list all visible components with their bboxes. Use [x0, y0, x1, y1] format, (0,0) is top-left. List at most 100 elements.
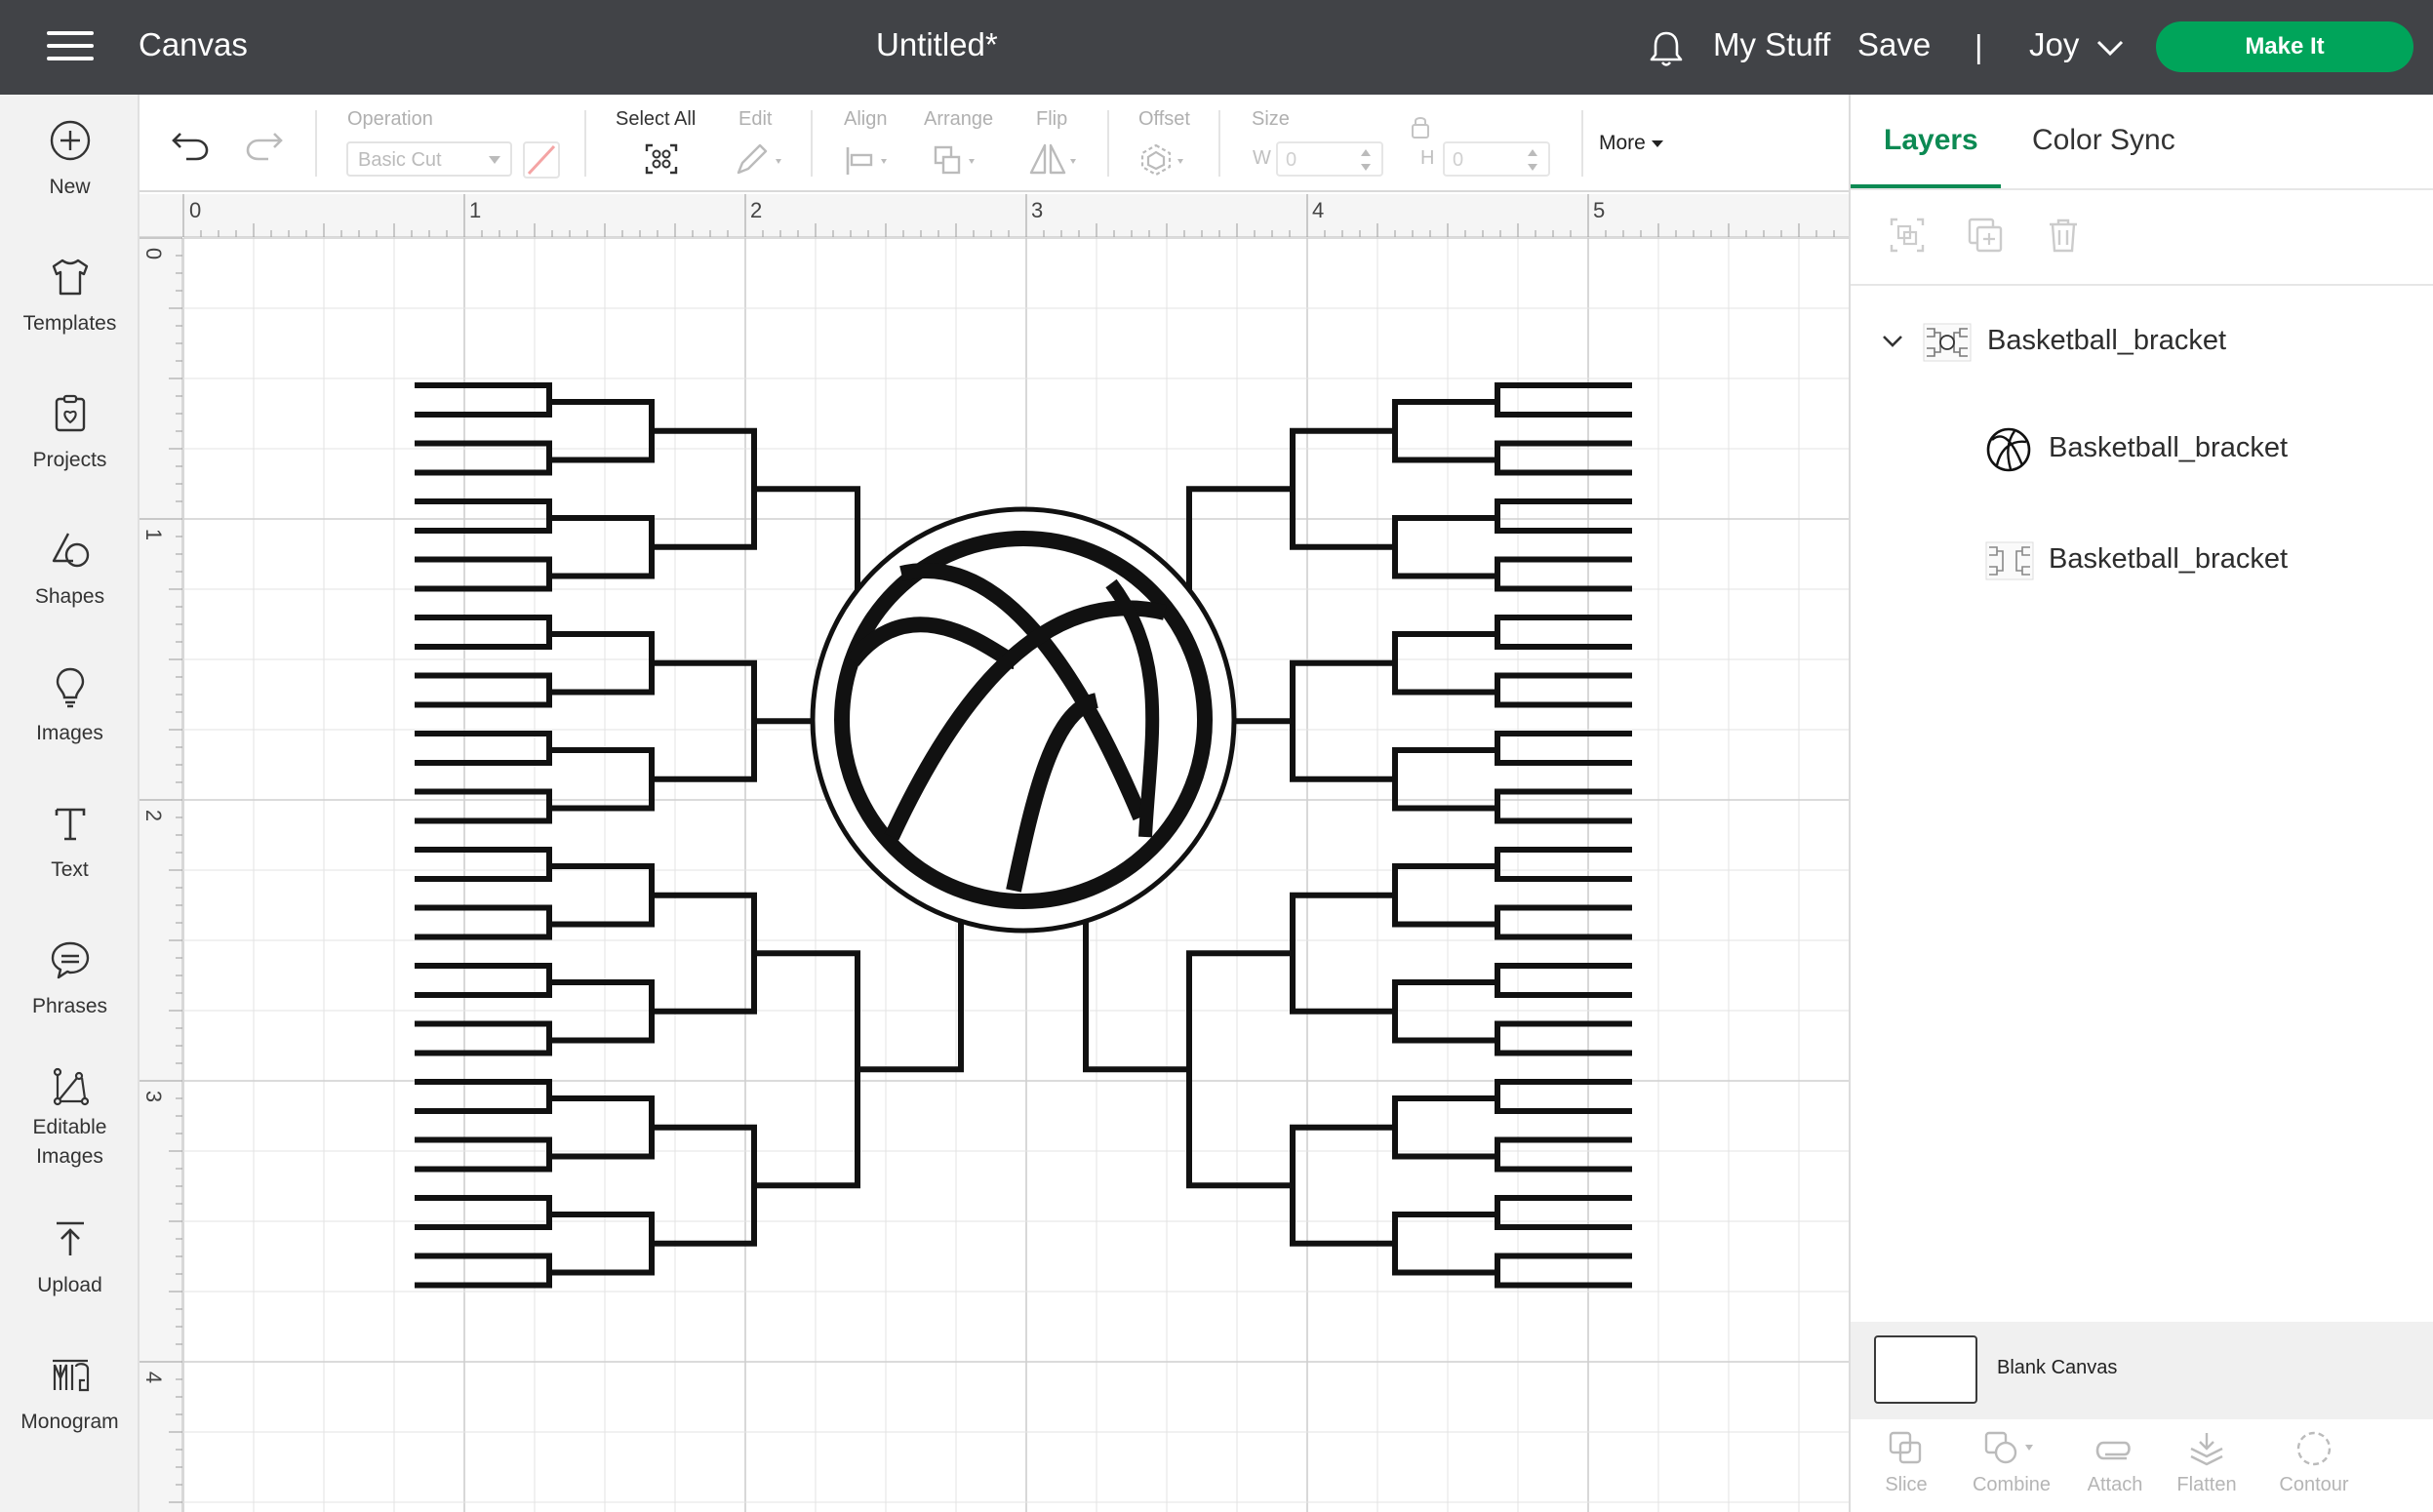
layer-name: Basketball_bracket	[2049, 543, 2289, 575]
bracket-line	[415, 1020, 552, 1041]
ruler-horizontal	[140, 194, 1849, 237]
sidebar-item-projects[interactable]: Projects	[0, 391, 140, 475]
bracket-line	[1495, 1040, 1632, 1056]
slice-button[interactable]: Slice	[1862, 1429, 1950, 1496]
shapes-icon	[52, 533, 89, 568]
bracket-line	[415, 808, 552, 824]
menu-icon[interactable]	[47, 31, 94, 60]
bracket-line	[1495, 634, 1632, 650]
pen-color-swatch-icon[interactable]	[523, 141, 560, 179]
document-title[interactable]: Untitled*	[876, 26, 998, 62]
height-input[interactable]: 0	[1443, 141, 1550, 177]
toolbar-divider	[811, 110, 813, 177]
bracket-line	[1392, 515, 1497, 579]
operation-select[interactable]: Basic Cut	[346, 141, 512, 177]
basketball-bracket-image[interactable]	[140, 194, 1849, 1512]
sidebar-item-new[interactable]: New	[0, 118, 140, 202]
group-icon[interactable]	[1888, 216, 1927, 255]
chevron-down-icon[interactable]	[2095, 37, 2125, 59]
bracket-line	[415, 692, 552, 708]
caret-down-icon	[489, 156, 500, 164]
undo-icon[interactable]	[171, 128, 210, 161]
canvas-grid	[182, 237, 1849, 1512]
edit-pen-icon[interactable]	[733, 141, 787, 179]
my-stuff-link[interactable]: My Stuff	[1713, 26, 1831, 62]
bracket-line	[1495, 692, 1632, 708]
layer-tools-divider	[1851, 284, 2433, 286]
combine-icon	[1984, 1431, 2033, 1464]
tabs-divider	[1851, 188, 2433, 190]
sidebar-item-images[interactable]: Images	[0, 664, 140, 748]
speech-bubble-icon	[51, 941, 89, 979]
bracket-line	[415, 459, 552, 476]
tab-layers[interactable]: Layers	[1884, 124, 1978, 156]
bell-icon[interactable]	[1645, 27, 1688, 70]
blank-canvas-swatch[interactable]	[1874, 1335, 1977, 1404]
bracket-line	[1290, 659, 1395, 782]
make-it-button[interactable]: Make It	[2156, 21, 2413, 72]
user-menu[interactable]: Joy	[2029, 26, 2080, 62]
layer-name: Basketball_bracket	[1987, 325, 2227, 356]
bracket-line	[1495, 1020, 1632, 1041]
sidebar-item-monogram[interactable]: Monogram	[0, 1353, 140, 1437]
sidebar-item-upload[interactable]: Upload	[0, 1216, 140, 1300]
height-label: H	[1420, 147, 1435, 169]
editable-images-icon	[53, 1067, 89, 1106]
sidebar-item-templates[interactable]: Templates	[0, 255, 140, 338]
basketball-seam	[1105, 578, 1160, 838]
sidebar-item-text[interactable]: Text	[0, 801, 140, 885]
height-stepper-icon[interactable]	[1524, 145, 1541, 175]
caret-down-icon	[1651, 139, 1663, 147]
sidebar-item-shapes[interactable]: Shapes	[0, 528, 140, 612]
slice-label: Slice	[1885, 1474, 1928, 1495]
bracket-line	[549, 1095, 655, 1160]
contour-label: Contour	[2279, 1474, 2349, 1495]
bracket-line	[1392, 631, 1497, 696]
duplicate-icon[interactable]	[1966, 216, 2005, 255]
bracket-line	[1495, 788, 1632, 809]
select-all-icon[interactable]	[643, 141, 680, 177]
contour-button[interactable]: Contour	[2260, 1429, 2368, 1496]
trash-icon[interactable]	[2044, 216, 2083, 255]
select-all-label: Select All	[616, 108, 697, 130]
attach-button[interactable]: Attach	[2071, 1429, 2159, 1496]
chevron-down-icon[interactable]	[1880, 333, 1905, 350]
flatten-button[interactable]: Flatten	[2163, 1429, 2251, 1496]
layer-group-row[interactable]: Basketball_bracket	[1851, 313, 2433, 372]
redo-icon[interactable]	[245, 128, 284, 161]
layer-row[interactable]: Basketball_bracket	[1851, 420, 2433, 479]
flip-icon[interactable]	[1023, 141, 1084, 179]
design-canvas[interactable]: 0 1 2 3 4 5 0 1 2 3 4	[140, 194, 1849, 1512]
more-menu-button[interactable]: More	[1599, 132, 1663, 155]
offset-icon[interactable]	[1138, 141, 1193, 179]
blank-canvas-label: Blank Canvas	[1997, 1357, 2118, 1378]
sidebar-item-editable-images[interactable]: Editable Images	[0, 1064, 140, 1172]
bracket-line	[1495, 1136, 1632, 1157]
bracket-line	[415, 556, 552, 577]
offset-label: Offset	[1138, 108, 1190, 130]
width-stepper-icon[interactable]	[1357, 145, 1375, 175]
more-label: More	[1599, 132, 1646, 154]
sidebar-label: Text	[51, 858, 89, 881]
lock-icon[interactable]	[1410, 114, 1431, 139]
layer-row[interactable]: Basketball_bracket	[1851, 532, 2433, 590]
bracket-line	[549, 631, 655, 696]
save-button[interactable]: Save	[1857, 26, 1932, 62]
sidebar-item-phrases[interactable]: Phrases	[0, 937, 140, 1021]
toolbar-divider	[1218, 110, 1220, 177]
operation-value: Basic Cut	[358, 149, 442, 171]
flatten-label: Flatten	[2176, 1474, 2237, 1495]
bracket-line	[1186, 950, 1293, 1189]
bracket-line	[1495, 1214, 1632, 1230]
sidebar-label: Projects	[32, 449, 107, 471]
combine-button[interactable]: Combine	[1958, 1429, 2065, 1496]
sidebar-label: New	[49, 176, 91, 198]
width-input[interactable]: 0	[1276, 141, 1383, 177]
bracket-line	[415, 382, 552, 402]
blank-canvas-row[interactable]: Blank Canvas	[1851, 1322, 2433, 1419]
ruler-top-label: 5	[1593, 198, 1606, 222]
align-icon[interactable]	[842, 141, 897, 179]
tab-color-sync[interactable]: Color Sync	[2032, 124, 2175, 156]
arrange-icon[interactable]	[930, 141, 984, 179]
basketball-seam	[899, 563, 1148, 821]
